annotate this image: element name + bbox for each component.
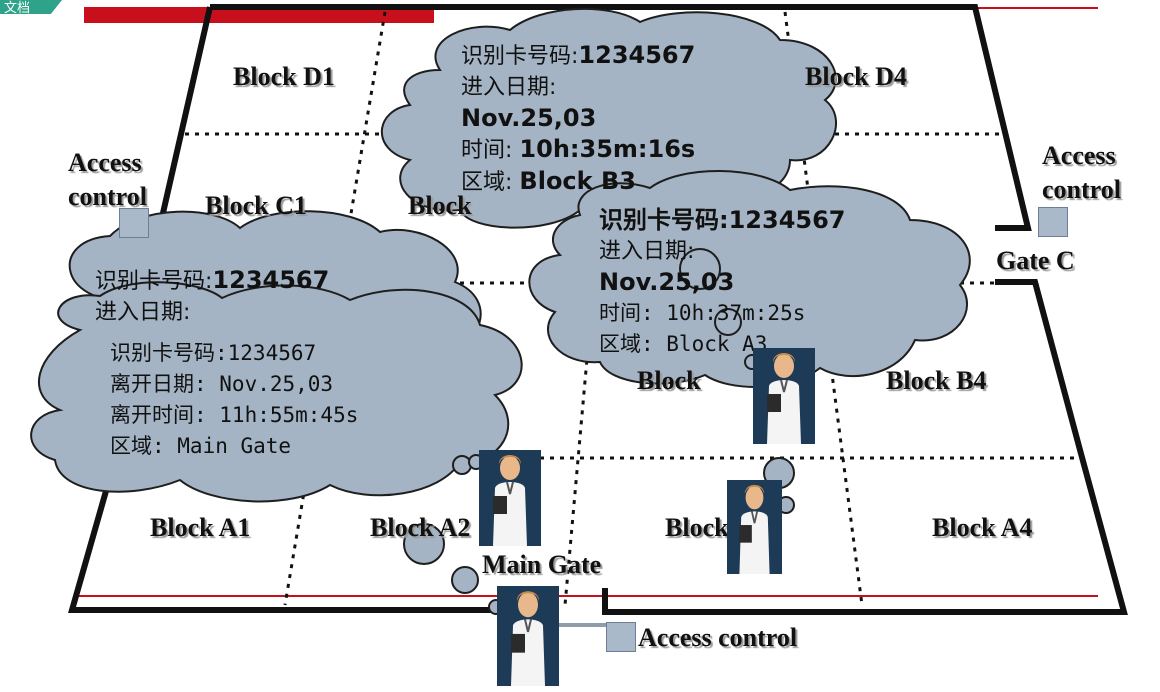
nurse-figure-icon bbox=[727, 480, 782, 574]
bubble-right-line-1: 识别卡号码:1234567 bbox=[599, 206, 846, 234]
bubble-top-line-1: 识别卡号码:1234567 bbox=[461, 41, 696, 69]
bubble-top-line-5: 区域: Block B3 bbox=[461, 167, 636, 195]
bubble-top-text: 识别卡号码:1234567 进入日期: Nov.25,03 时间: 10h:35… bbox=[461, 40, 695, 198]
block-a4-label: Block A4 bbox=[932, 513, 1033, 542]
bubble-left-front-line-4: 区域: Main Gate bbox=[110, 434, 292, 458]
corner-tab-label: 文档 bbox=[4, 1, 31, 16]
block-c2-label: Block bbox=[408, 191, 472, 220]
main-gate-label: Main Gate bbox=[482, 550, 602, 579]
bubble-top-line-3: Nov.25,03 bbox=[461, 104, 597, 132]
bubble-right-line-3: Nov.25,03 bbox=[599, 268, 735, 296]
bubble-left-front-line-1: 识别卡号码:1234567 bbox=[110, 341, 317, 365]
nurse-figure-icon bbox=[497, 586, 559, 686]
bubble-left-front-line-3: 离开时间: 11h:55m:45s bbox=[110, 403, 359, 427]
nurse-figure-icon bbox=[753, 348, 815, 444]
bubble-left-back-line-2: 进入日期: bbox=[95, 300, 191, 325]
bubble-trail-main bbox=[403, 454, 504, 615]
wall-right bbox=[602, 279, 1128, 615]
block-b4-label: Block B4 bbox=[886, 366, 987, 395]
block-a1-label: Block A1 bbox=[150, 513, 251, 542]
cloud-left-front bbox=[30, 281, 523, 503]
block-c1-label: Block C1 bbox=[205, 191, 307, 220]
access-control-square-icon bbox=[119, 208, 149, 238]
block-a2-label: Block A2 bbox=[370, 513, 471, 542]
cloud-right bbox=[528, 170, 971, 388]
bubble-right-line-4: 时间: 10h:37m:25s bbox=[599, 301, 806, 325]
wall-top bbox=[210, 4, 1032, 231]
bubble-left-back-text: 识别卡号码:1234567 进入日期: bbox=[95, 265, 329, 328]
bubble-left-front-line-2: 离开日期: Nov.25,03 bbox=[110, 372, 334, 396]
corner-tab[interactable]: 文档 bbox=[0, 0, 62, 14]
bubble-right-line-5: 区域: Block A3 bbox=[599, 332, 768, 356]
bubble-top-line-4: 时间: 10h:35m:16s bbox=[461, 135, 696, 163]
access-control-square-icon bbox=[1038, 207, 1068, 237]
block-b3-label: Block bbox=[637, 366, 701, 395]
bubble-right-text: 识别卡号码:1234567 进入日期: Nov.25,03 时间: 10h:37… bbox=[599, 205, 846, 360]
block-d1-label: Block D1 bbox=[233, 62, 335, 91]
access-control-square-icon bbox=[606, 622, 636, 652]
bubble-left-front-text: 识别卡号码:1234567 离开日期: Nov.25,03 离开时间: 11h:… bbox=[110, 338, 358, 462]
access-control-bottom-label: Access control bbox=[638, 623, 798, 652]
bubble-top-line-2: 进入日期: bbox=[461, 75, 557, 100]
bubble-right-line-2: 进入日期: bbox=[599, 239, 695, 264]
gate-c-label: Gate C bbox=[996, 246, 1075, 275]
bubble-left-back-line-1: 识别卡号码:1234567 bbox=[95, 266, 330, 294]
block-d4-label: Block D4 bbox=[805, 62, 907, 91]
red-band-top bbox=[84, 7, 434, 23]
nurse-figure-icon bbox=[479, 450, 541, 546]
